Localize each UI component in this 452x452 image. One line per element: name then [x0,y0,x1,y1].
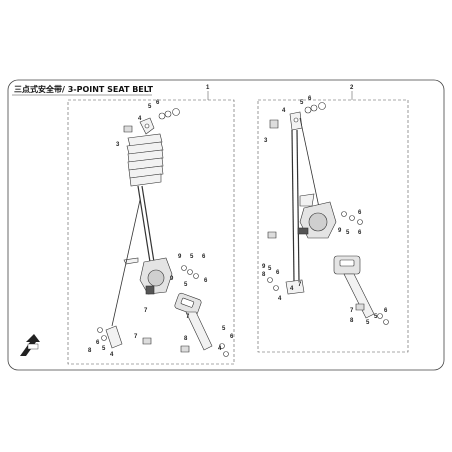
callout: 4 [290,286,294,292]
panel-2-frame [257,99,409,353]
long-webbing-b [296,129,300,283]
callout: 5 [102,346,106,352]
callout: 4 [282,108,286,114]
washer-nut-group-panel-1 [97,108,229,357]
front-direction-arrow-icon [20,334,40,356]
callout: 5 [222,326,226,332]
callout: 9 [262,264,266,270]
panel-1-number: 1 [206,85,210,91]
callout: 6 [358,210,362,216]
callout: 5 [184,282,188,288]
callout: 6 [358,230,362,236]
callout: 7 [350,308,354,314]
callout: 6 [156,100,160,106]
webbing-strap-b [141,185,155,263]
callout: 6 [276,270,280,276]
lower-strap [111,199,141,327]
lower-anchor-plate [105,325,123,349]
retractor-spool-2 [308,212,328,232]
callout: 4 [278,296,282,302]
callout: 9 [178,254,182,260]
buckle-stalk [185,311,213,351]
retractor-mount-2 [297,227,309,235]
callout: 6 [204,278,208,284]
upper-anchor-hole [293,117,299,123]
outer-frame [7,79,445,371]
callout: 8 [88,348,92,354]
callout: 5 [366,320,370,326]
callout: 6 [202,254,206,260]
callout: 5 [268,266,272,272]
webbing-strap-a [137,185,151,263]
shoulder-webbing [299,117,321,213]
callout: 5 [374,314,378,320]
callout: 8 [184,336,188,342]
callouts-panel-2: 5 6 4 3 9 5 6 5 6 7 8 9 6 5 4 7 8 5 6 4 [262,96,388,326]
callout: 9 [338,228,342,234]
buckle-stalk-2 [343,273,375,319]
buckle-release-button [180,297,195,308]
diagram-title: 三点式安全带/ 3-POINT SEAT BELT [14,84,154,94]
retractor-lock-block [145,285,155,295]
callout: 5 [300,100,304,106]
retractor-mount-bracket [123,257,139,265]
callout: 5 [346,230,350,236]
panel-1-assembly [97,108,229,357]
callout: 8 [350,318,354,324]
callout: 4 [110,352,114,358]
callout: 5 [190,254,194,260]
callout: 7 [134,334,138,340]
callout: 7 [186,314,190,320]
callout: 8 [262,272,266,278]
bolt-group-panel-1 [123,125,190,353]
lower-anchor-plate-2 [285,279,305,295]
panel-2-assembly [267,102,389,325]
callout: 9 [170,276,174,282]
d-ring-guide [299,193,315,207]
callout: 4 [218,346,222,352]
long-webbing-a [291,129,295,283]
bolt-group-panel-2 [267,119,365,311]
panel-2-number: 2 [350,85,354,91]
panel-1-frame [67,99,235,365]
washer-nut-group-panel-2 [267,102,389,325]
callout: 7 [144,308,148,314]
callout: 6 [230,334,234,340]
callout: 6 [308,96,312,102]
retractor-spool [147,269,165,287]
callout: 5 [148,104,152,110]
bellows-cover [126,133,164,187]
callouts-panel-1: 5 6 4 3 9 5 6 7 9 5 6 7 6 5 4 8 7 8 6 5 … [88,100,234,358]
buckle-release-button-2 [339,259,355,267]
callout: 3 [264,138,268,144]
callout: 6 [384,308,388,314]
callout: 7 [298,282,302,288]
upper-anchor-bolt-hole [144,123,150,129]
callout: 3 [116,142,120,148]
callout: 4 [138,116,142,122]
callout: 6 [96,340,100,346]
